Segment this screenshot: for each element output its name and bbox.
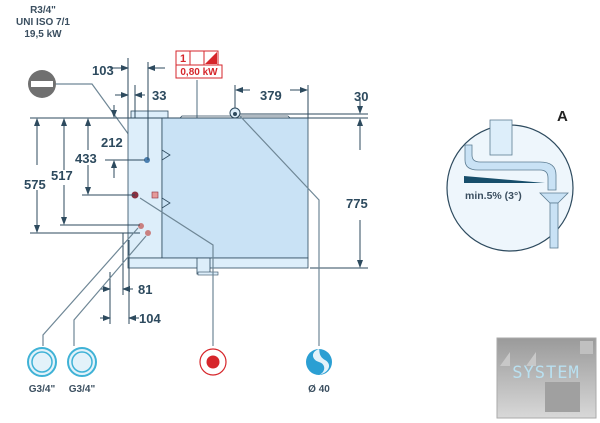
connection-label-1: G3/4" [29,384,56,395]
water-inlet-icon [67,347,97,377]
water-inlet-icon [27,347,57,377]
connection-label-2: G3/4" [69,384,96,395]
electric-supply-leader [139,197,214,346]
dim-33: 33 [152,88,166,103]
drain-leader [239,115,320,346]
dim-103: 103 [92,63,114,78]
gas-connection-icon [28,70,56,98]
electric-power: 0,80 kW [180,67,218,78]
dim-81: 81 [138,282,152,297]
detail-a-drain-slope: min.5% (3°) A [446,108,574,252]
connection-label-drain: Ø 40 [308,384,330,395]
water-leader-2 [73,235,147,346]
electric-rating-box: 1 0,80 kW [175,50,223,79]
dim-517: 517 [51,168,73,183]
gas-standard-label: UNI ISO 7/1 [16,17,70,28]
dimension-lines [30,58,368,324]
dim-575: 575 [24,177,46,192]
dim-379: 379 [260,88,282,103]
appliance-side-view [127,107,309,276]
detail-slope-label: min.5% (3°) [465,190,522,202]
gas-leader-line [56,83,146,158]
dim-212: 212 [101,135,123,150]
detail-title: A [557,108,568,125]
electrical-supply-icon [199,348,227,376]
dim-104: 104 [139,311,161,326]
gas-power-label: 19,5 kW [24,29,62,40]
dim-433: 433 [75,151,97,166]
electric-phase: 1 [180,53,186,65]
logo-text: SYSTEM [512,363,579,383]
system-logo: SYSTEM [496,337,597,419]
dim-775: 775 [346,196,368,211]
drain-icon [306,349,332,375]
dim-30: 30 [354,89,368,104]
water-leader-1 [42,227,139,346]
gas-thread-label: R3/4" [30,5,56,16]
